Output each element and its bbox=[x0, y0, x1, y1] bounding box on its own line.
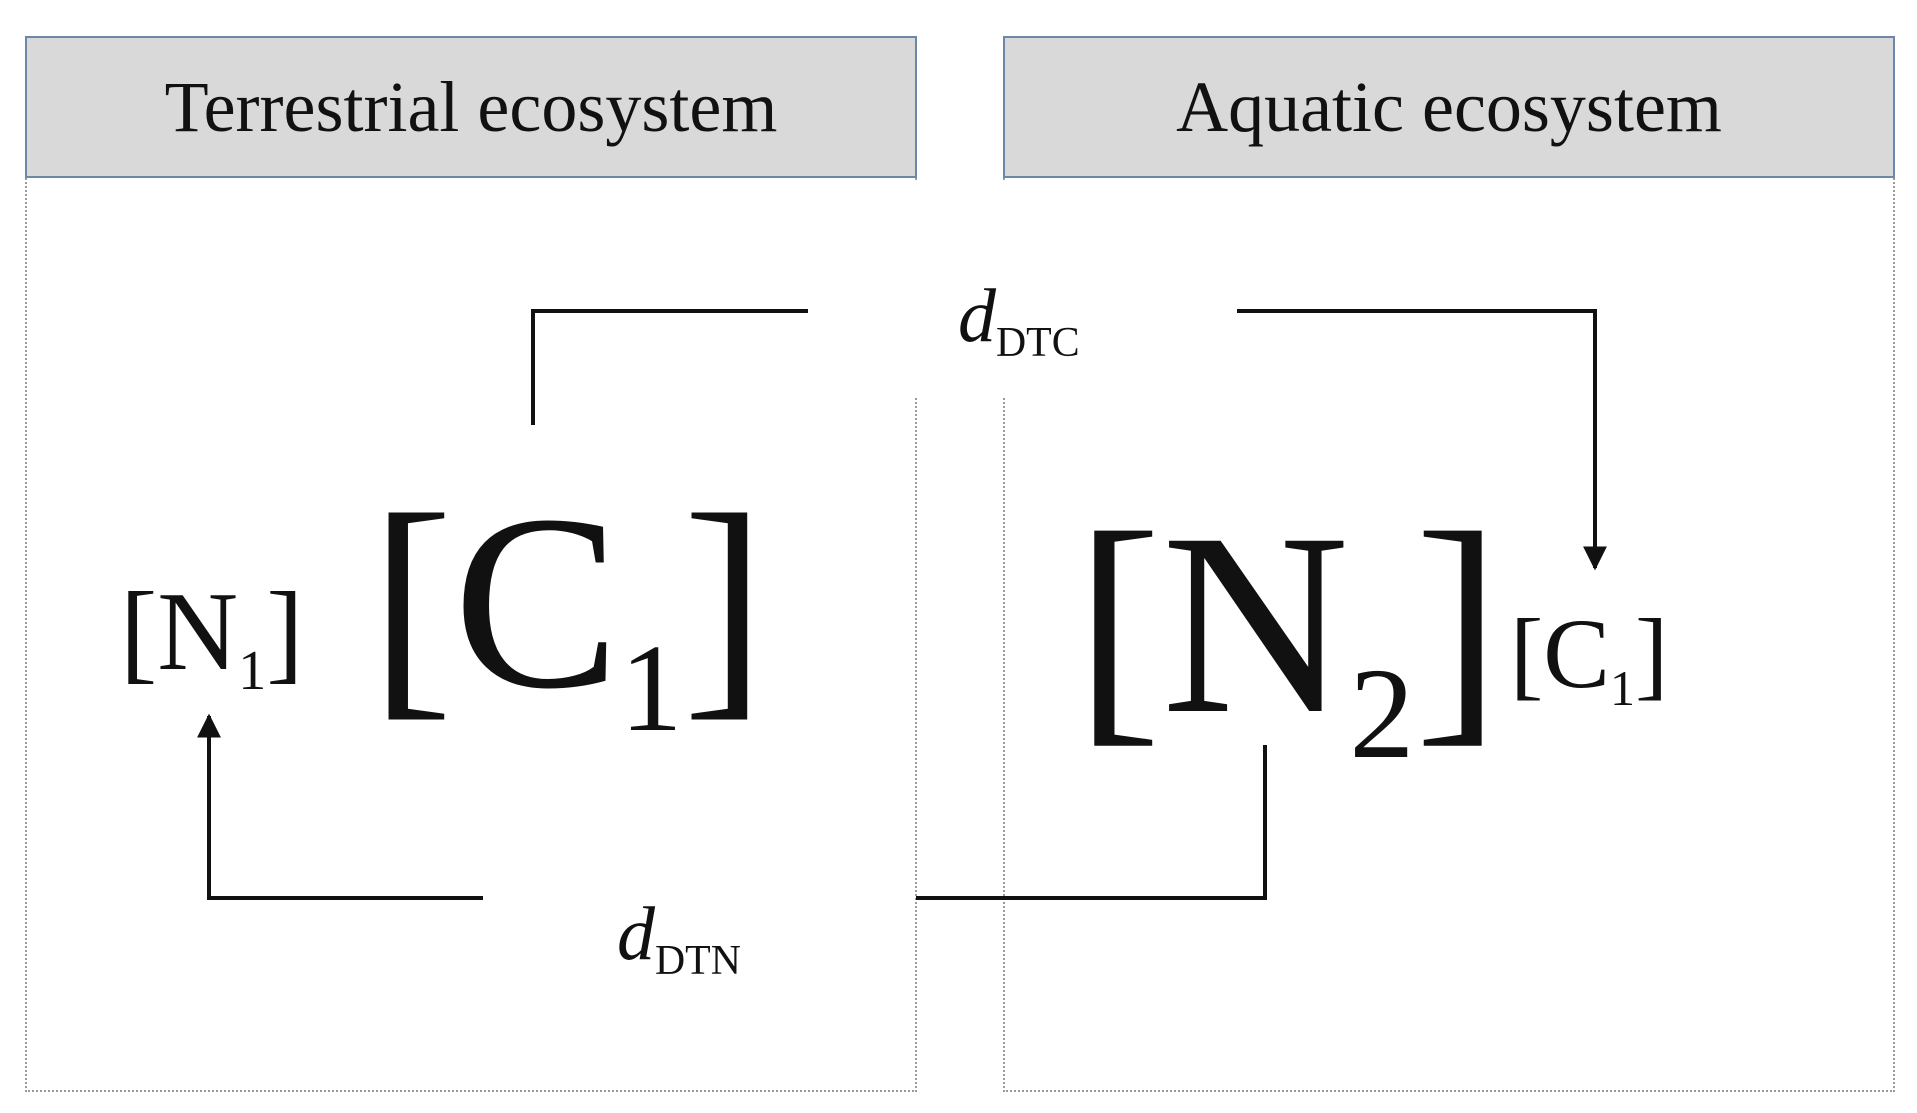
dtn-arrow-left-segment bbox=[197, 713, 483, 900]
terrestrial-ecosystem-title: Terrestrial ecosystem bbox=[164, 66, 778, 147]
aquatic-c1-term: [C1] bbox=[1510, 598, 1669, 716]
dtc-flow-label: dDTC bbox=[958, 274, 1080, 366]
terrestrial-n1-term: [N1] bbox=[120, 570, 304, 702]
terrestrial-c1-term: [C1] bbox=[370, 464, 766, 758]
aquatic-panel-border bbox=[1003, 178, 1895, 1092]
terrestrial-ecosystem-header: Terrestrial ecosystem bbox=[25, 36, 917, 178]
dtn-arrow-right-segment bbox=[916, 745, 1267, 900]
aquatic-ecosystem-title: Aquatic ecosystem bbox=[1176, 66, 1722, 147]
terrestrial-panel-border bbox=[25, 178, 917, 1092]
dtc-arrow-right-segment bbox=[1237, 309, 1607, 571]
dtc-arrow-left-segment bbox=[531, 309, 808, 425]
aquatic-n2-term: [N2] bbox=[1075, 480, 1501, 786]
dtn-flow-label: dDTN bbox=[617, 892, 741, 984]
panel-gap-mask bbox=[905, 180, 1015, 398]
aquatic-ecosystem-header: Aquatic ecosystem bbox=[1003, 36, 1895, 178]
